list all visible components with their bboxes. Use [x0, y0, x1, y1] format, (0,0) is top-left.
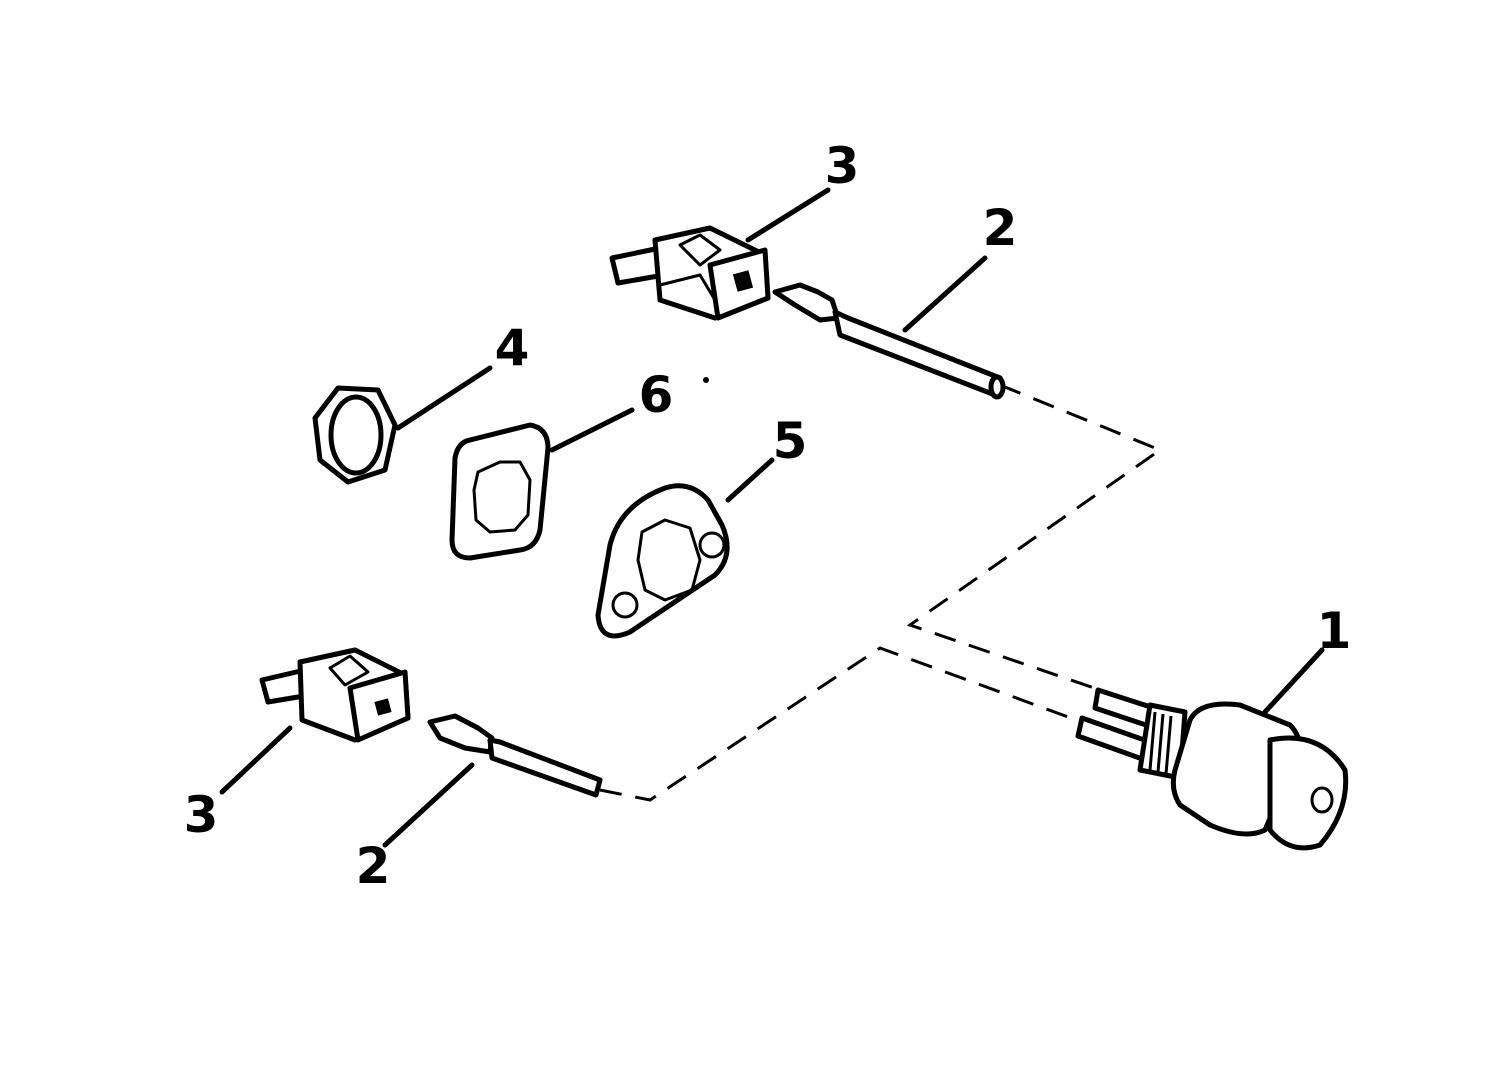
speck-mark	[703, 377, 709, 383]
leader-2-top	[902, 255, 988, 333]
leader-4	[395, 365, 493, 431]
leader-6	[549, 407, 635, 453]
wire-terminal-icon	[427, 713, 603, 798]
callout-number-3-top: 3	[825, 137, 860, 195]
wire-terminal-icon	[772, 282, 1006, 400]
leader-5	[725, 457, 775, 503]
callout-number-6: 6	[639, 366, 674, 424]
callout-number-5: 5	[773, 412, 808, 470]
callout-number-2-top: 2	[983, 199, 1018, 257]
leader-lines	[219, 187, 1325, 848]
mounting-gasket-icon	[595, 483, 730, 639]
hex-nut-icon	[312, 385, 398, 485]
callout-number-1: 1	[1317, 602, 1352, 660]
temperature-sender-icon	[1075, 687, 1349, 851]
callout-number-3-bottom: 3	[184, 786, 219, 844]
leader-1	[1262, 647, 1325, 715]
connector-boot-icon	[609, 225, 771, 321]
callout-number-2-bottom: 2	[356, 837, 391, 895]
leader-3-bottom	[219, 725, 293, 795]
rectangular-gasket-icon	[449, 422, 551, 561]
leader-2-bottom	[382, 762, 475, 848]
callout-number-4: 4	[495, 319, 530, 377]
wire-routing-dashes	[599, 383, 1164, 802]
leader-3-top	[745, 187, 831, 243]
connector-boot-icon	[259, 647, 411, 743]
